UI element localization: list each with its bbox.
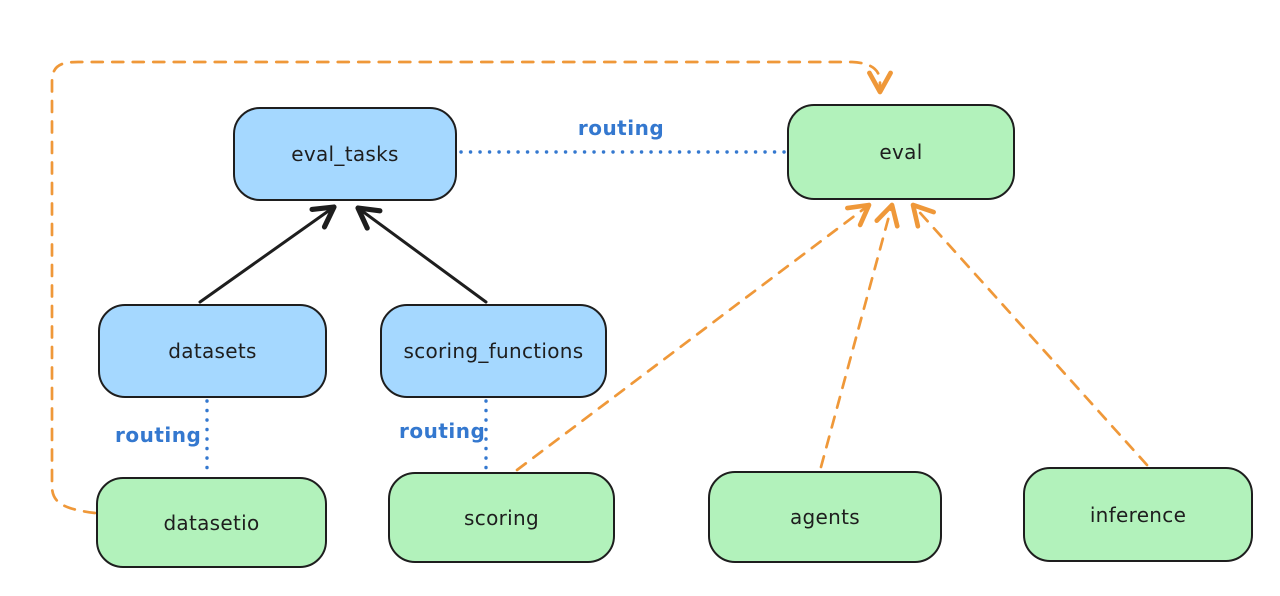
- node-datasetio-label: datasetio: [163, 510, 260, 535]
- node-scoring-functions: scoring_functions: [380, 304, 607, 398]
- node-eval-tasks-label: eval_tasks: [291, 142, 399, 166]
- edge-scoring-eval-dashed: [515, 202, 872, 472]
- node-datasets-label: datasets: [168, 339, 257, 363]
- node-scoring-functions-label: scoring_functions: [403, 339, 584, 363]
- node-eval-tasks: eval_tasks: [233, 107, 457, 201]
- edge-datasets-evaltasks-arrow: [198, 204, 337, 304]
- node-eval: eval: [787, 104, 1015, 200]
- node-agents-label: agents: [790, 505, 860, 529]
- node-agents: agents: [708, 471, 942, 563]
- node-scoring: scoring: [388, 472, 615, 563]
- routing-label-scoring: routing: [399, 419, 486, 443]
- edge-agents-eval-dashed: [819, 202, 900, 469]
- node-datasetio: datasetio: [96, 477, 327, 568]
- edge-datasetio-eval-dashed: [50, 60, 893, 515]
- routing-label-top: routing: [577, 116, 665, 140]
- edge-scoringfunctions-evaltasks-arrow: [355, 205, 488, 304]
- node-inference-label: inference: [1089, 502, 1187, 527]
- edge-inference-eval-dashed: [910, 202, 1149, 467]
- node-datasets: datasets: [98, 304, 327, 398]
- node-eval-label: eval: [879, 140, 923, 164]
- routing-label-datasets: routing: [115, 423, 202, 447]
- node-inference: inference: [1023, 467, 1253, 562]
- node-scoring-label: scoring: [464, 505, 539, 530]
